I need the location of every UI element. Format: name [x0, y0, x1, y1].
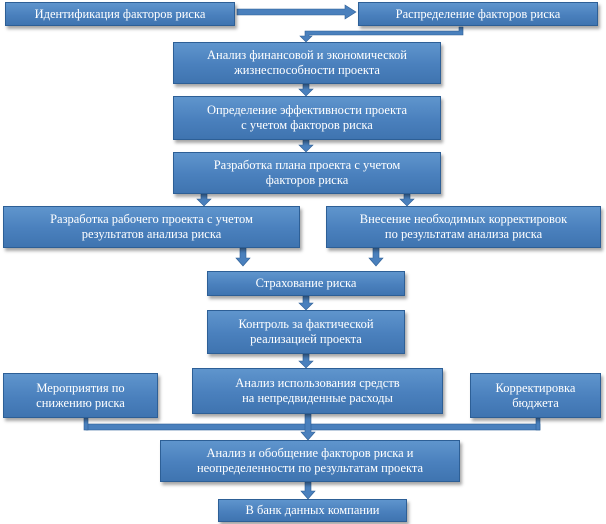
node-generalization: Анализ и обобщение факторов риска и неоп… [160, 440, 460, 482]
arrow-plan-to-corrections [399, 193, 415, 207]
arrow-generalization-to-database [300, 481, 316, 500]
arrow-corrections-to-insurance [368, 247, 384, 267]
node-database: В банк данных компании [218, 499, 407, 522]
node-distribution: Распределение факторов риска [358, 2, 598, 26]
arrow-plan-to-working-project [196, 193, 212, 207]
node-analysis-viability: Анализ финансовой и экономической жизнес… [173, 42, 441, 84]
arrow-distribution-to-analysis [299, 26, 464, 43]
node-risk-reduction: Мероприятия по снижению риска [3, 373, 158, 418]
arrow-control-to-contingency [298, 353, 314, 369]
node-plan: Разработка плана проекта с учетом фактор… [173, 152, 441, 194]
arrow-analysis-to-efficiency [298, 83, 314, 97]
node-budget: Корректировка бюджета [470, 373, 601, 418]
arrow-contingency-to-generalization [300, 413, 316, 441]
node-identification: Идентификация факторов риска [5, 2, 235, 26]
arrow-working-project-to-insurance [235, 247, 251, 267]
node-corrections: Внесение необходимых корректировок по ре… [326, 206, 601, 248]
arrow-identification-to-distribution [236, 4, 357, 20]
arrow-efficiency-to-plan [298, 139, 314, 153]
node-efficiency: Определение эффективности проекта с учет… [173, 96, 441, 140]
node-control: Контроль за фактической реализацией прое… [207, 310, 405, 354]
node-contingency: Анализ использования средств на непредви… [192, 368, 443, 414]
node-working-project: Разработка рабочего проекта с учетом рез… [3, 206, 300, 248]
node-insurance: Страхование риска [207, 271, 405, 296]
drop-risk-reduction [83, 417, 89, 431]
drop-budget [535, 417, 541, 431]
collector-bar [85, 423, 541, 431]
arrow-insurance-to-control [298, 295, 314, 311]
